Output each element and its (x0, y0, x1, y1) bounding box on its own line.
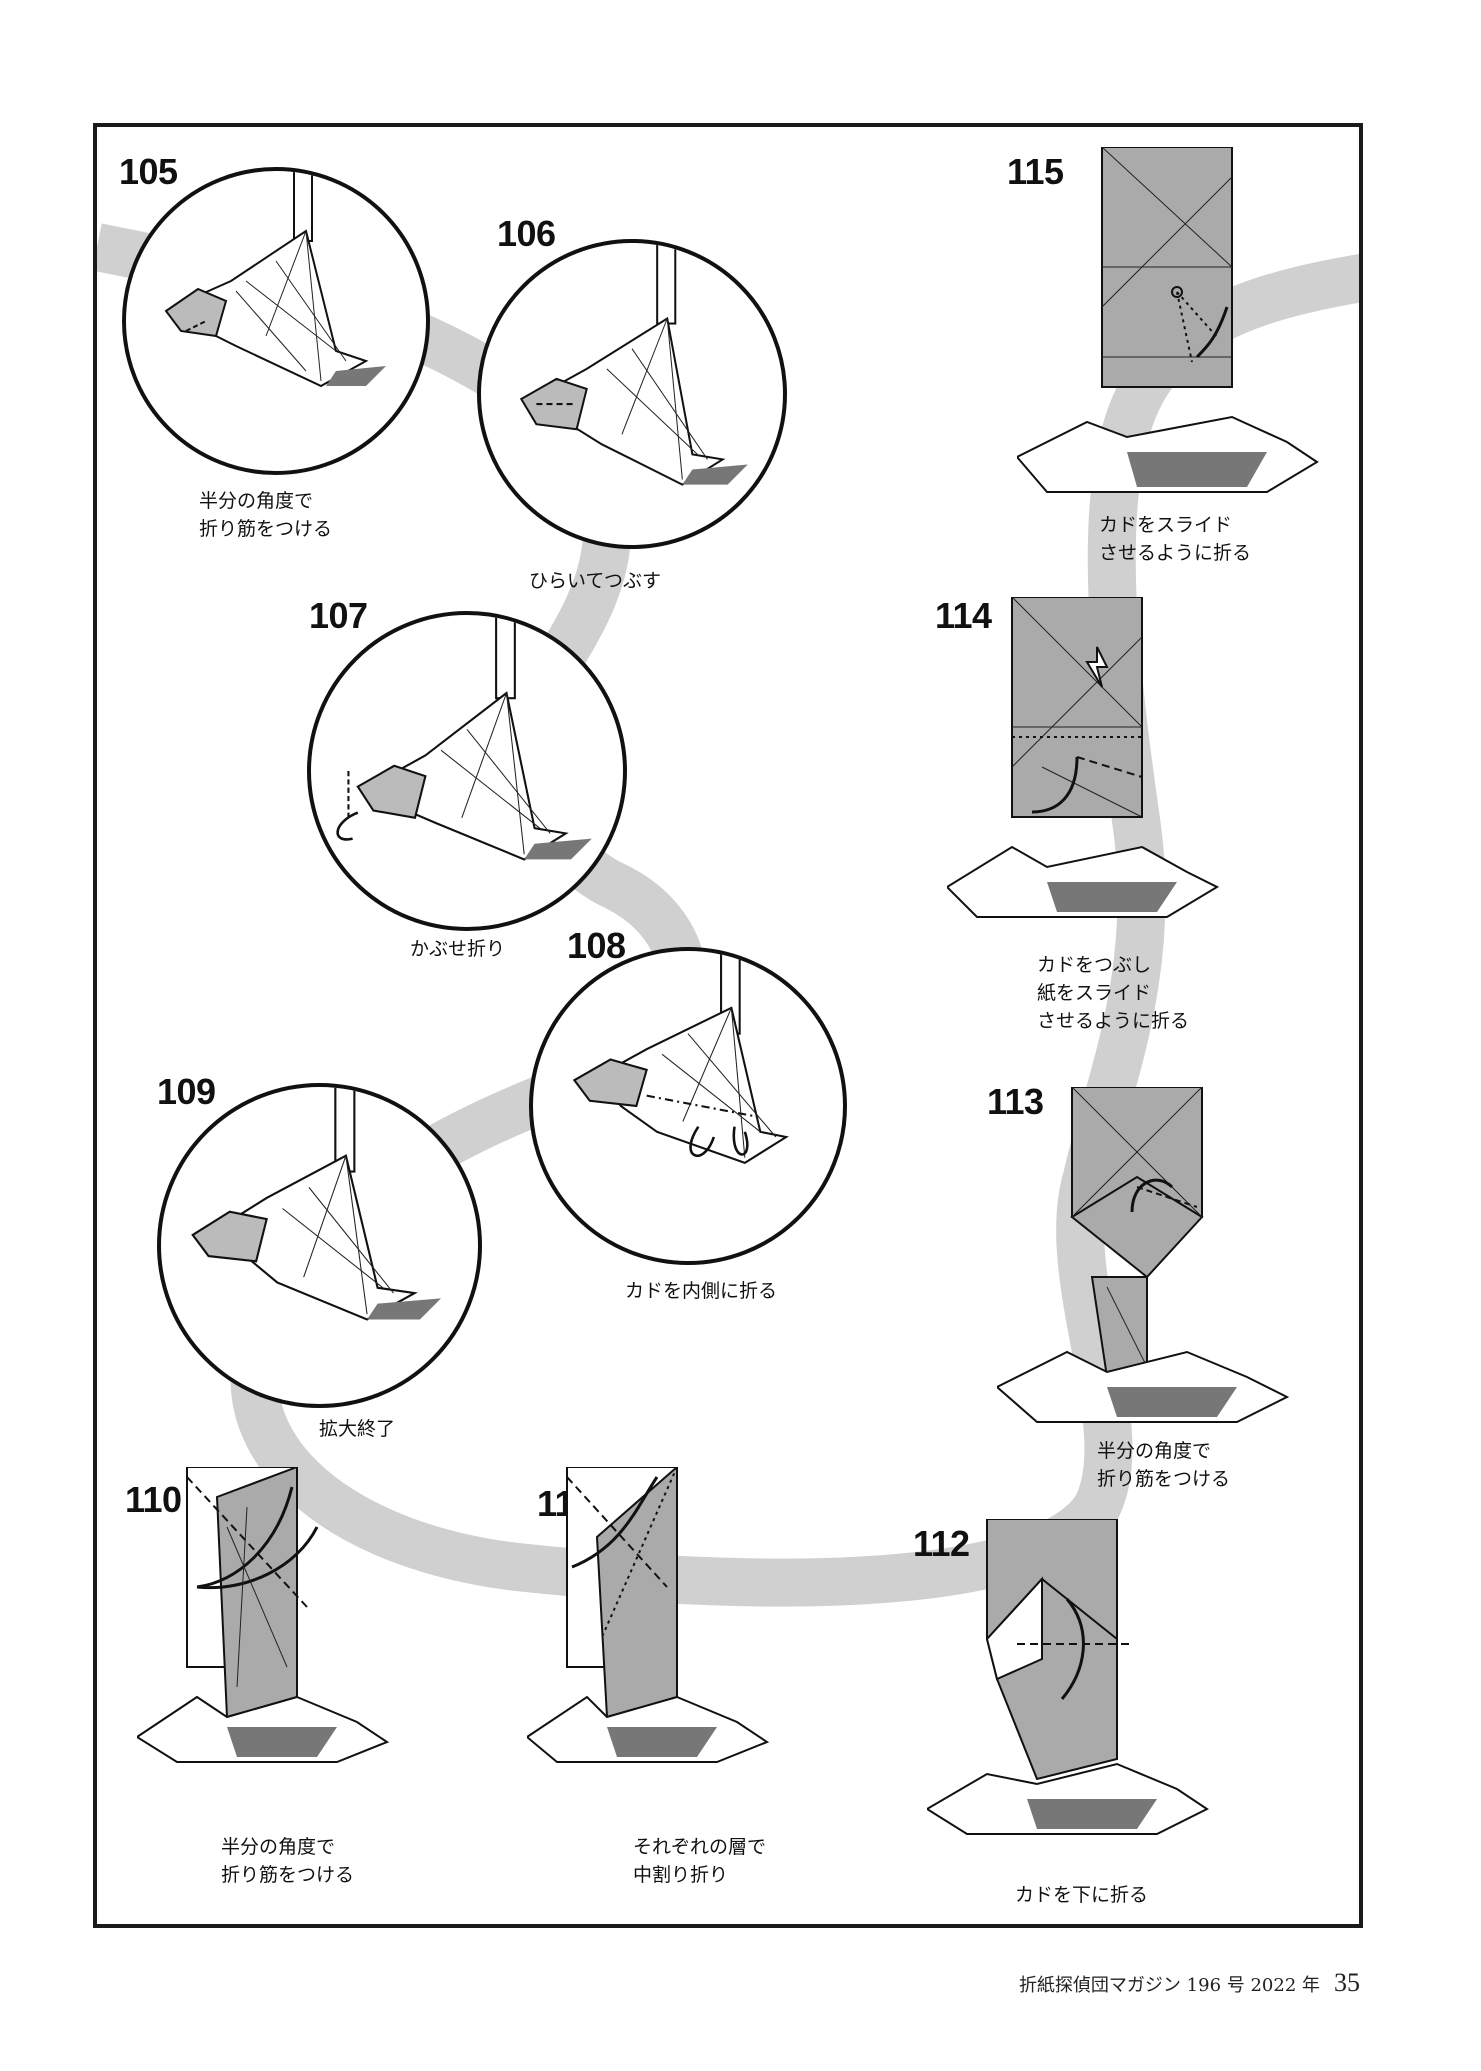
step-114-caption: カドをつぶし 紙をスライド させるように折る (1037, 954, 1190, 1032)
step-115-diagram (1017, 147, 1347, 517)
step-111-caption: それぞれの層で 中割り折り (633, 1836, 767, 1886)
page-number: 35 (1334, 1968, 1360, 1997)
step-110-diagram (137, 1467, 467, 1807)
step-108-caption: カドを内側に折る (625, 1280, 778, 1302)
step-105-diagram (122, 167, 430, 475)
step-115-caption: カドをスライド させるように折る (1099, 514, 1252, 564)
step-113-diagram (997, 1087, 1337, 1427)
step-number-114: 114 (935, 595, 992, 636)
step-107-caption: かぶせ折り (410, 938, 506, 960)
step-number-106: 106 (497, 213, 556, 254)
step-109-diagram (157, 1083, 482, 1408)
page-footer: 折紙探偵団マガジン 196 号 2022 年 35 (1019, 1968, 1360, 1998)
step-105-caption: 半分の角度で 折り筋をつける (199, 490, 333, 540)
step-108-diagram (529, 947, 847, 1265)
step-113-caption: 半分の角度で 折り筋をつける (1097, 1440, 1231, 1490)
step-114-diagram (947, 597, 1287, 947)
step-106-caption: ひらいてつぶす (529, 570, 662, 592)
step-number-113: 113 (987, 1081, 1044, 1122)
step-number-105: 105 (119, 151, 178, 192)
step-number-110: 110 (125, 1479, 182, 1520)
step-110-caption: 半分の角度で 折り筋をつける (221, 1836, 355, 1886)
diagram-frame: 105 半分の角度で 折り筋をつける 106 (93, 123, 1363, 1928)
step-109-caption: 拡大終了 (319, 1418, 396, 1440)
step-107-diagram (307, 611, 627, 931)
step-111-diagram (527, 1467, 847, 1807)
step-number-108: 108 (567, 925, 626, 966)
step-number-115: 115 (1007, 151, 1064, 192)
step-112-diagram (927, 1519, 1247, 1879)
step-number-107: 107 (309, 595, 368, 636)
step-112-caption: カドを下に折る (1015, 1884, 1149, 1906)
magazine-credit: 折紙探偵団マガジン 196 号 2022 年 (1018, 1975, 1320, 1996)
step-number-112: 112 (913, 1523, 970, 1564)
step-106-diagram (477, 239, 787, 549)
step-number-109: 109 (157, 1071, 216, 1112)
